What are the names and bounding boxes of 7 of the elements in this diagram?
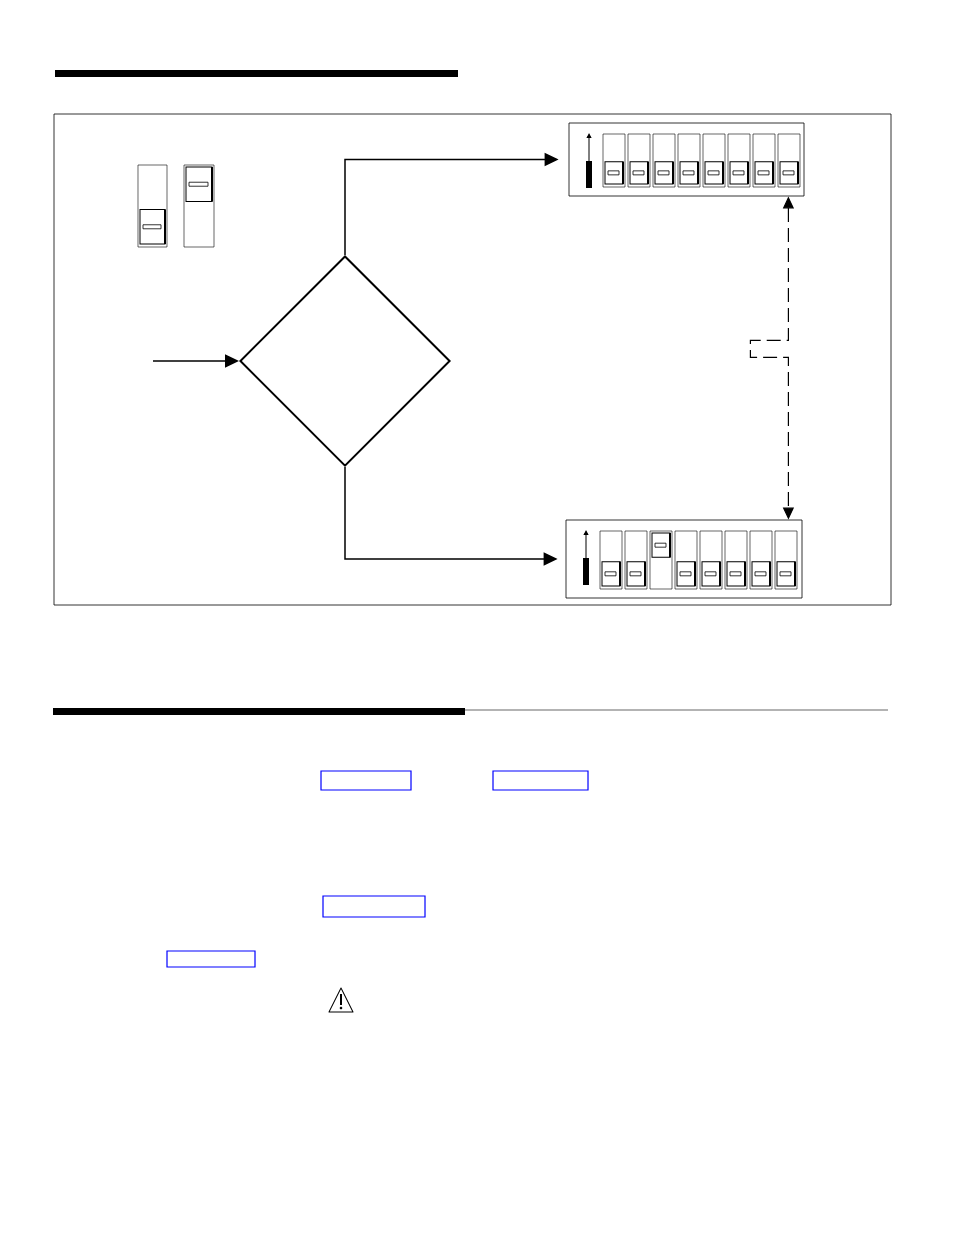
decision-diamond — [239, 255, 451, 467]
link-box — [322, 895, 426, 918]
dip-switch-drawing — [565, 519, 803, 599]
dip-switch-drawing — [568, 122, 805, 197]
link-box — [492, 770, 589, 791]
link-box — [166, 950, 256, 968]
link-box — [320, 770, 412, 791]
